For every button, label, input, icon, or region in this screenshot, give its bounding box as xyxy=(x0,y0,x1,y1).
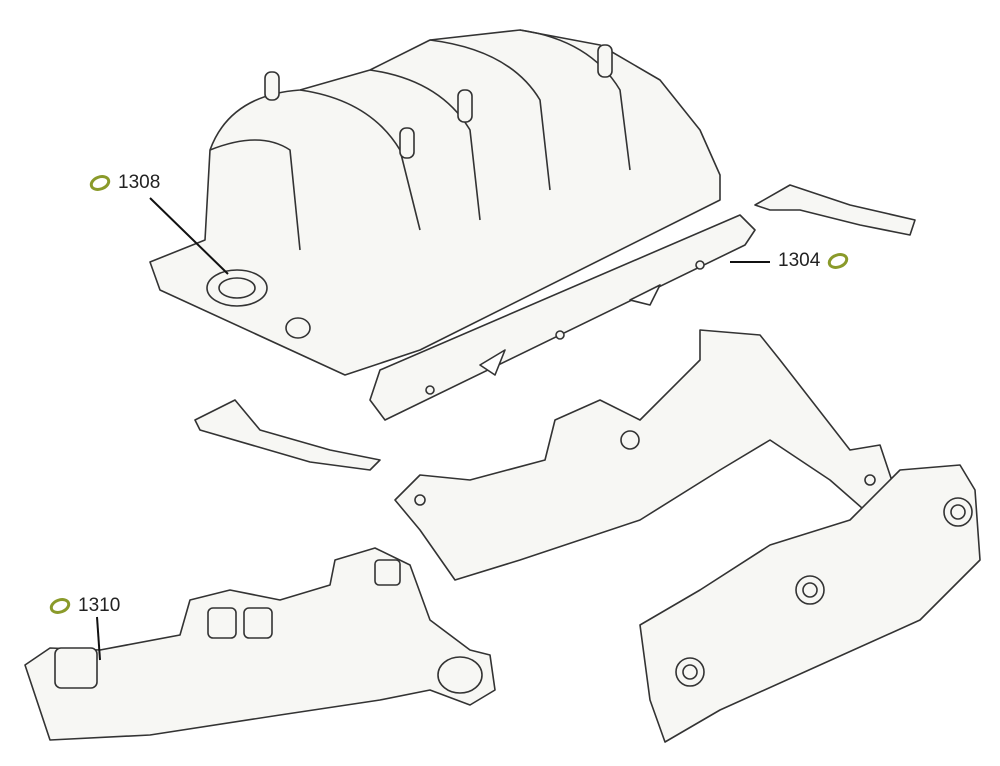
callout-1308[interactable]: 1308 xyxy=(88,172,160,194)
callout-1304[interactable]: 1304 xyxy=(778,250,850,272)
callout-1310[interactable]: 1310 xyxy=(48,595,120,617)
manifold-seal-upper xyxy=(754,184,916,236)
gasket-icon xyxy=(89,175,111,191)
part-number: 1308 xyxy=(118,172,161,193)
manifold-seal-lower xyxy=(194,399,381,471)
intake-manifold xyxy=(149,29,721,376)
gasket-icon xyxy=(49,598,71,614)
part-number: 1304 xyxy=(778,250,821,271)
gasket-icon xyxy=(828,253,849,269)
intake-gasket xyxy=(369,214,756,421)
exhaust-manifold-right xyxy=(394,329,896,581)
exhaust-manifold-left xyxy=(24,547,496,741)
heat-shield xyxy=(639,464,981,743)
part-number: 1310 xyxy=(78,595,121,616)
